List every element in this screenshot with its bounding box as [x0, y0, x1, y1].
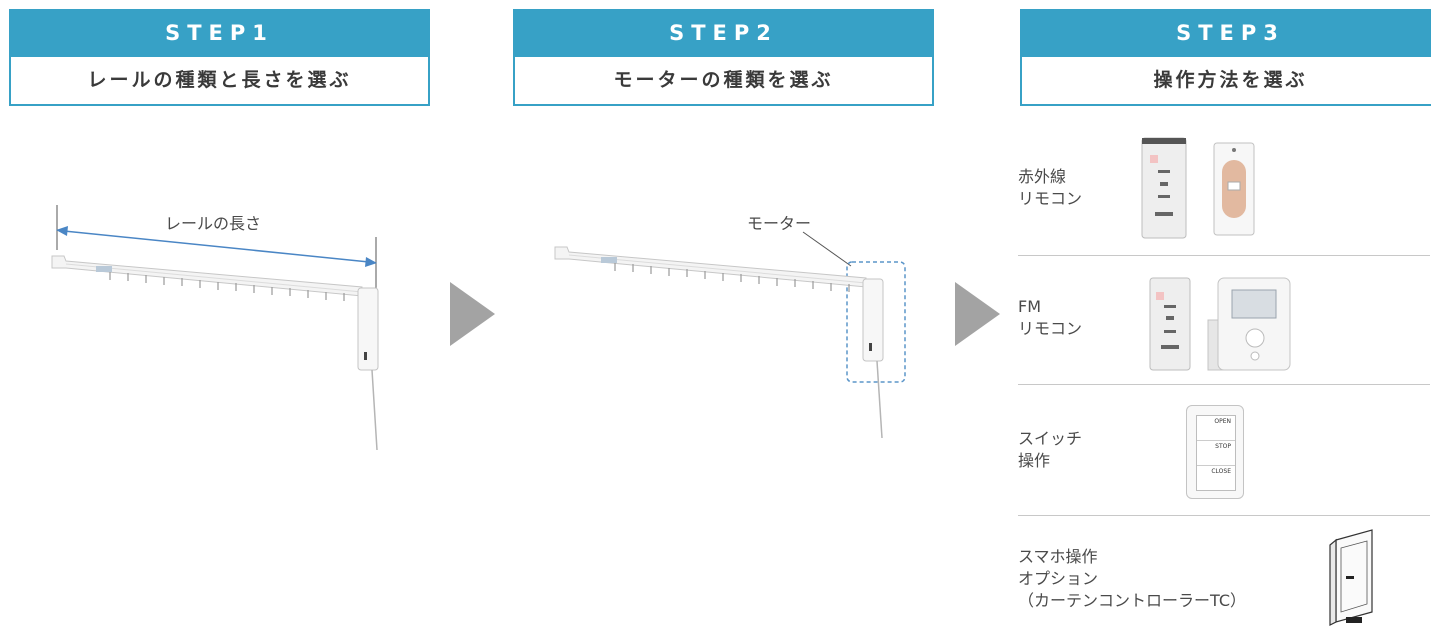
- step2-header: STEP2: [513, 9, 934, 57]
- step3-subtitle: 操作方法を選ぶ: [1020, 57, 1431, 106]
- option-divider: [1018, 515, 1430, 516]
- motor-label: モーター: [747, 214, 812, 233]
- step3-header: STEP3: [1020, 9, 1431, 57]
- step1-subtitle: レールの種類と長さを選ぶ: [9, 57, 430, 106]
- option-infrared-remote-label: 赤外線リモコン: [1018, 167, 1083, 208]
- rail-length-label: レールの長さ: [165, 214, 262, 233]
- option-switch-label: スイッチ操作: [1018, 429, 1083, 470]
- switch-panel: OPEN STOP CLOSE: [1196, 415, 1236, 491]
- switch-open-button: OPEN: [1197, 416, 1235, 441]
- wall-switch-image: OPEN STOP CLOSE: [1186, 405, 1244, 499]
- step1-header: STEP1: [9, 9, 430, 57]
- switch-stop-button: STOP: [1197, 441, 1235, 466]
- option-divider: [1018, 384, 1430, 385]
- option-smartphone-label: スマホ操作オプション（カーテンコントローラーTC）: [1018, 547, 1247, 610]
- step2-subtitle: モーターの種類を選ぶ: [513, 57, 934, 106]
- option-divider: [1018, 255, 1430, 256]
- switch-close-button: CLOSE: [1211, 468, 1231, 475]
